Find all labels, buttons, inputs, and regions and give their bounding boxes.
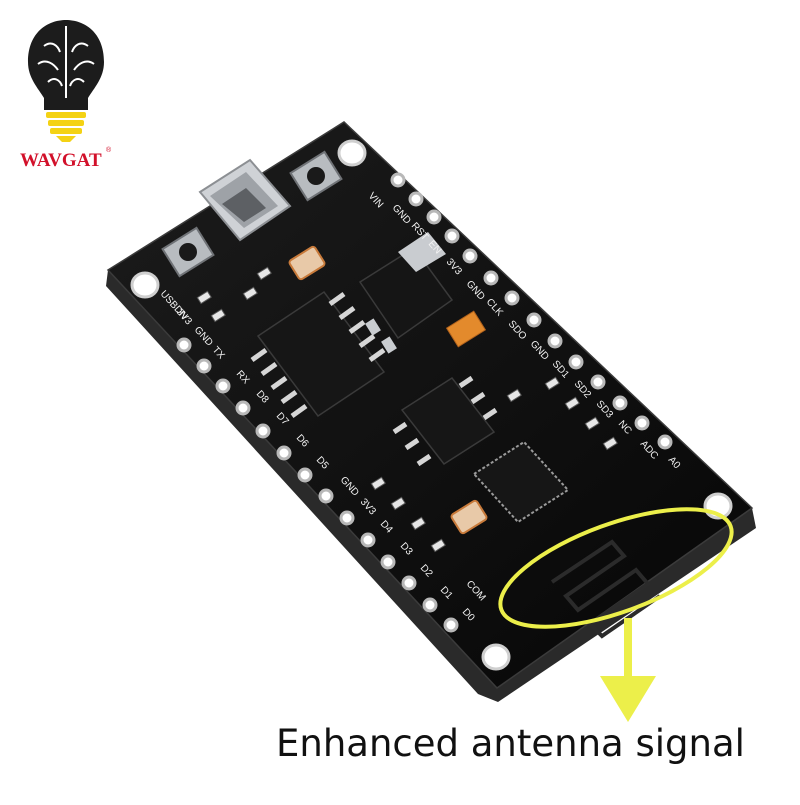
micro-usb-port — [198, 158, 292, 242]
brand-name: WAVGAT — [20, 150, 102, 171]
crystal-bottom — [450, 499, 488, 535]
antenna-highlight-ellipse — [498, 507, 734, 629]
tantalum-cap — [445, 310, 487, 348]
pin-holes-top — [390, 172, 673, 450]
reset-button — [289, 150, 343, 202]
flash-button — [161, 226, 215, 278]
pin-holes-bottom — [176, 337, 459, 633]
wifi-soc — [472, 440, 570, 524]
registered-mark: ® — [106, 147, 112, 154]
down-arrow-icon — [600, 618, 656, 722]
pcb-antenna — [550, 539, 662, 639]
smd-components — [196, 266, 618, 553]
flash-chip — [392, 375, 498, 467]
caption-text: Enhanced antenna signal — [276, 722, 745, 765]
usb-serial-chip — [250, 290, 386, 419]
mounting-holes — [130, 139, 733, 671]
brain-bulb-logo-icon — [28, 20, 104, 142]
voltage-regulator — [358, 232, 454, 354]
crystal-top — [288, 245, 326, 281]
